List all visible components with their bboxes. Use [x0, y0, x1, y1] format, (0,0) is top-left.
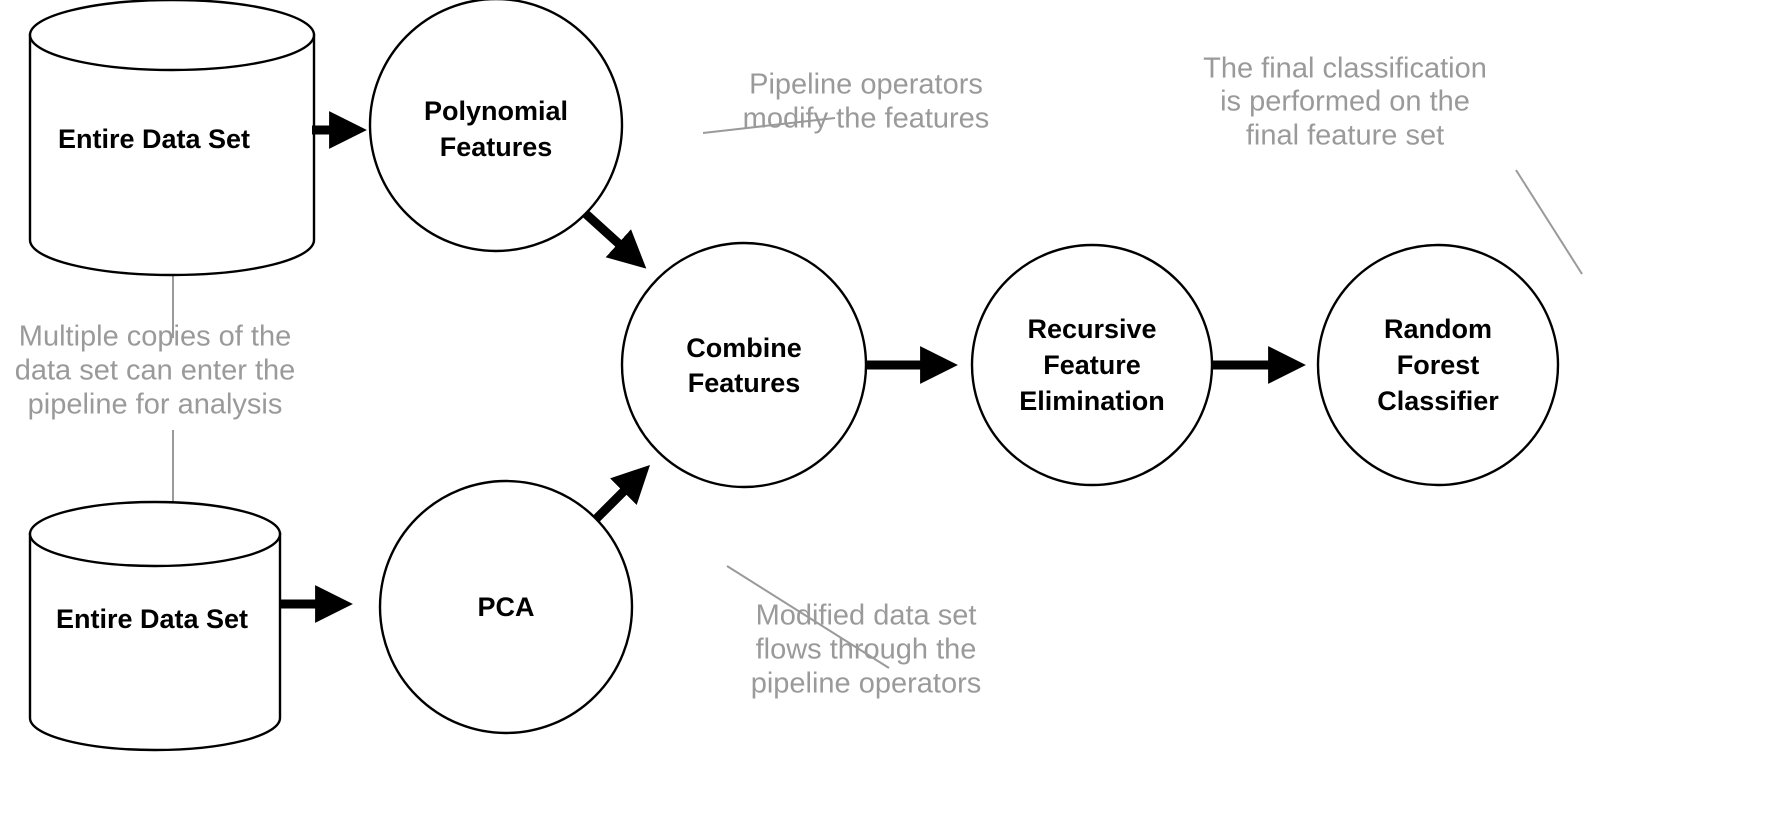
- operator-label-line-1: Combine: [686, 333, 802, 363]
- annotation-line-2: data set can enter the: [15, 355, 296, 387]
- annotation-line-3: final feature set: [1246, 120, 1444, 152]
- operator-random-forest-classifier[interactable]: Random Forest Classifier: [1316, 243, 1560, 487]
- annotation-line-1: The final classification: [1203, 53, 1487, 85]
- leader-line-pipeline-operators: [702, 117, 836, 134]
- annotation-modified-data-set: Modified data set flows through the pipe…: [751, 600, 982, 700]
- annotation-line-1: Pipeline operators: [749, 69, 983, 101]
- database-cylinder-icon: [28, 33, 316, 277]
- flow-arrows: [280, 111, 1306, 623]
- operator-label-line-3: Elimination: [1019, 386, 1165, 416]
- operator-circle: [620, 241, 868, 489]
- operator-circle: [378, 479, 634, 735]
- operator-label-line-1: PCA: [477, 592, 534, 622]
- operator-label-line-1: Polynomial: [424, 96, 568, 126]
- datastore-top-label: Entire Data Set: [58, 124, 250, 154]
- annotation-final-classification: The final classification is performed on…: [1203, 53, 1487, 152]
- operator-recursive-feature-elimination[interactable]: Recursive Feature Elimination: [970, 243, 1214, 487]
- flow-arrow-pca-to-combine: [592, 464, 651, 523]
- annotation-pipeline-operators: Pipeline operators modify the features: [743, 69, 990, 135]
- operator-circle: [1316, 243, 1560, 487]
- operator-polynomial-features[interactable]: Polynomial Features: [368, 0, 624, 253]
- leader-line-modified-data-set: [726, 565, 890, 669]
- datastore-bottom[interactable]: Entire Data Set: [28, 500, 282, 752]
- database-cylinder-top-ellipse: [28, 0, 316, 72]
- operator-label-line-1: Random: [1384, 314, 1492, 344]
- operator-label-line-3: Classifier: [1377, 386, 1499, 416]
- database-cylinder-top-ellipse: [28, 500, 282, 568]
- operator-label-line-2: Features: [440, 132, 553, 162]
- operator-label-line-2: Forest: [1397, 350, 1480, 380]
- database-cylinder-icon: [28, 532, 282, 752]
- flow-arrow-polynomial-to-combine: [582, 210, 647, 269]
- annotation-multiple-copies: Multiple copies of the data set can ente…: [15, 321, 296, 421]
- annotation-line-3: pipeline operators: [751, 668, 982, 700]
- annotation-line-1: Modified data set: [756, 600, 977, 632]
- operator-label-line-1: Recursive: [1027, 314, 1156, 344]
- annotation-line-3: pipeline for analysis: [28, 389, 283, 421]
- operator-combine-features[interactable]: Combine Features: [620, 241, 868, 489]
- annotation-line-2: modify the features: [743, 103, 990, 135]
- operator-pca[interactable]: PCA: [378, 479, 634, 735]
- annotation-line-1: Multiple copies of the: [19, 321, 291, 353]
- operator-label-line-2: Features: [688, 368, 801, 398]
- datastore-top[interactable]: Entire Data Set: [28, 0, 316, 277]
- annotation-line-2: is performed on the: [1220, 86, 1470, 118]
- operator-label-line-2: Feature: [1043, 350, 1141, 380]
- leader-lines: [172, 117, 1583, 669]
- datastore-bottom-label: Entire Data Set: [56, 604, 248, 634]
- annotation-line-2: flows through the: [756, 634, 977, 666]
- leader-line-final-classification: [1515, 169, 1583, 275]
- operator-circle: [368, 0, 624, 253]
